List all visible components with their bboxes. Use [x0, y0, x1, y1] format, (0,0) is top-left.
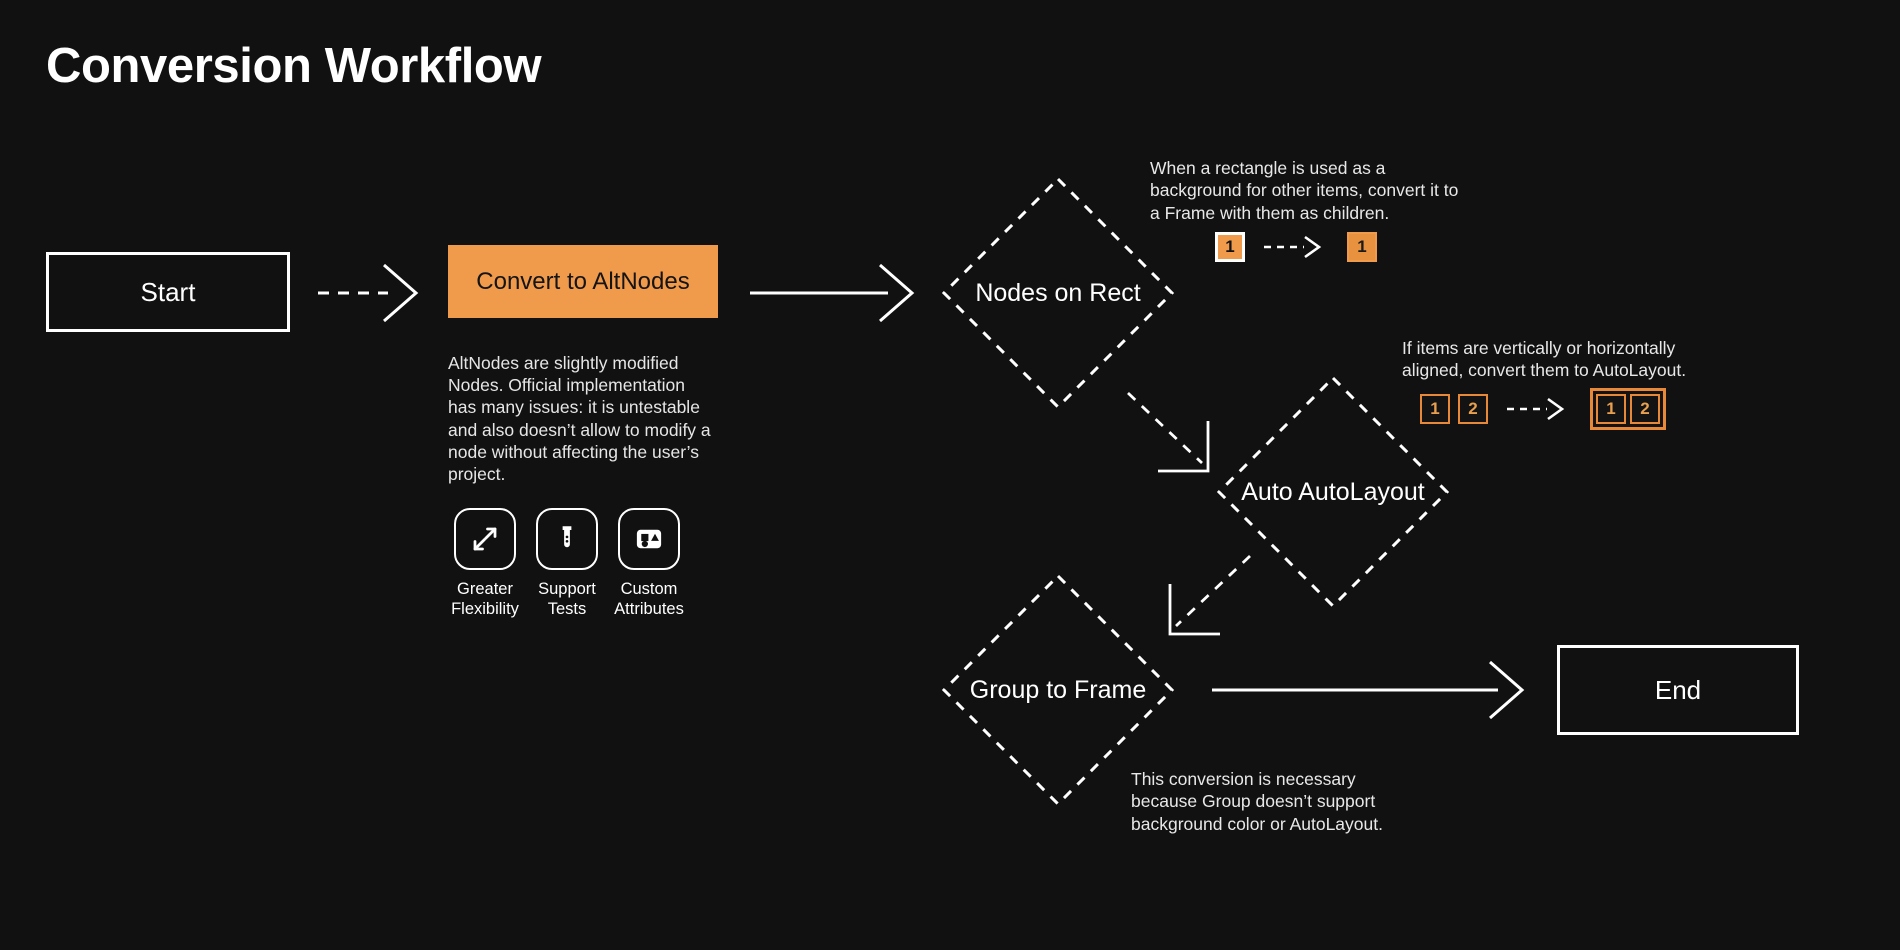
node-nodes-on-rect-label: Nodes on Rect [975, 278, 1141, 307]
annotation-auto-autolayout: If items are vertically or horizontally … [1402, 338, 1687, 381]
node-end-label: End [1654, 674, 1702, 705]
node-group-to-frame[interactable]: Group to Frame [940, 572, 1176, 808]
badge-after-1: 1 [1347, 232, 1377, 262]
node-nodes-on-rect[interactable]: Nodes on Rect [940, 175, 1176, 411]
node-auto-autolayout[interactable]: Auto AutoLayout [1215, 374, 1451, 610]
feature-label: Support Tests [538, 580, 596, 618]
dashed-arrow-icon [1507, 397, 1565, 421]
feature-list: Greater Flexibility Support Tests [451, 508, 684, 619]
feature-support-tests[interactable]: Support Tests [534, 508, 600, 619]
expand-arrows-icon [454, 508, 516, 570]
node-start-label: Start [140, 276, 196, 307]
badge-after-2: 2 [1630, 394, 1660, 424]
badge-before-2: 2 [1458, 394, 1488, 424]
connector-convert-to-nodes-on-rect [750, 263, 915, 323]
node-convert-label: Convert to AltNodes [476, 267, 690, 295]
node-group-to-frame-label: Group to Frame [969, 675, 1147, 704]
annotation-nodes-on-rect: When a rectangle is used as a background… [1150, 158, 1459, 223]
dashed-arrow-icon [1264, 235, 1322, 259]
badge-after-1: 1 [1596, 394, 1626, 424]
dashed-diamond-shape [1216, 375, 1450, 609]
badge-row-nodes-on-rect: 1 1 [1215, 232, 1377, 262]
dashed-diamond-shape [941, 176, 1175, 410]
annotation-group-to-frame: This conversion is necessary because Gro… [1131, 769, 1383, 834]
node-start[interactable]: Start [46, 252, 290, 332]
dashed-diamond-shape [941, 573, 1175, 807]
connector-start-to-convert [318, 263, 419, 323]
badge-before-1: 1 [1215, 232, 1245, 262]
connector-nodes-on-rect-to-auto-autolayout [1127, 391, 1210, 473]
feature-custom-attributes[interactable]: Custom Attributes [614, 508, 684, 619]
node-end[interactable]: End [1557, 645, 1799, 735]
feature-label: Custom Attributes [614, 580, 684, 618]
page-title: Conversion Workflow [46, 39, 542, 93]
convert-description: AltNodes are slightly modified Nodes. Of… [448, 353, 711, 485]
connector-group-to-frame-to-end [1212, 660, 1525, 720]
connector-auto-autolayout-to-group-to-frame [1168, 554, 1251, 636]
badge-row-auto-autolayout: 1 2 1 2 [1420, 388, 1666, 430]
badge-before-1: 1 [1420, 394, 1450, 424]
test-tube-icon [536, 508, 598, 570]
node-auto-autolayout-label: Auto AutoLayout [1241, 477, 1425, 506]
node-convert-to-altnodes[interactable]: Convert to AltNodes [448, 245, 718, 318]
badge-group-frame: 1 2 [1590, 388, 1666, 430]
feature-label: Greater Flexibility [451, 580, 519, 618]
shapes-icon [618, 508, 680, 570]
feature-greater-flexibility[interactable]: Greater Flexibility [451, 508, 519, 619]
